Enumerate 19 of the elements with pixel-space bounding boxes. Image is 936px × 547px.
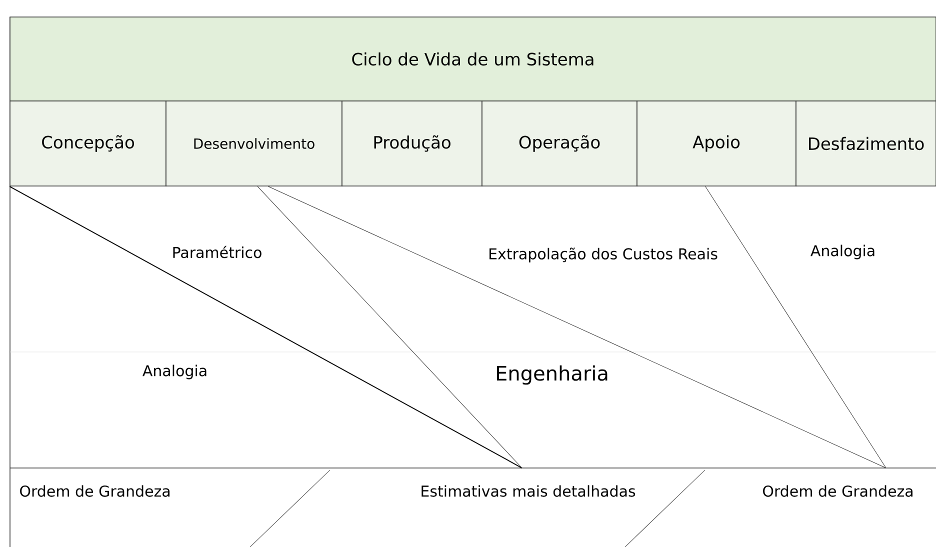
region-label: Estimativas mais detalhadas — [422, 485, 636, 497]
region-label: Extrapolação dos Custos Reais — [490, 248, 718, 262]
region-label: Ordem de Grandeza — [763, 485, 912, 497]
region-label: Engenharia — [497, 365, 608, 385]
phase-box: Operação — [482, 100, 638, 186]
phase-box: Desfazimento — [796, 100, 936, 186]
line — [705, 186, 886, 468]
region-label: Analogia — [810, 244, 874, 260]
line — [257, 186, 522, 468]
region-label: Ordem de Grandeza — [20, 485, 170, 497]
line — [9, 186, 522, 468]
phase-box: Concepção — [10, 100, 166, 186]
phase-box: Desenvolvimento — [166, 100, 342, 186]
title-band: Ciclo de Vida de um Sistema — [10, 16, 936, 102]
region-label: Analogia — [142, 364, 206, 380]
region-label: Paramétrico — [173, 246, 262, 258]
line — [268, 186, 886, 468]
phase-box: Produção — [342, 100, 482, 186]
phase-box: Apoio — [636, 100, 796, 186]
